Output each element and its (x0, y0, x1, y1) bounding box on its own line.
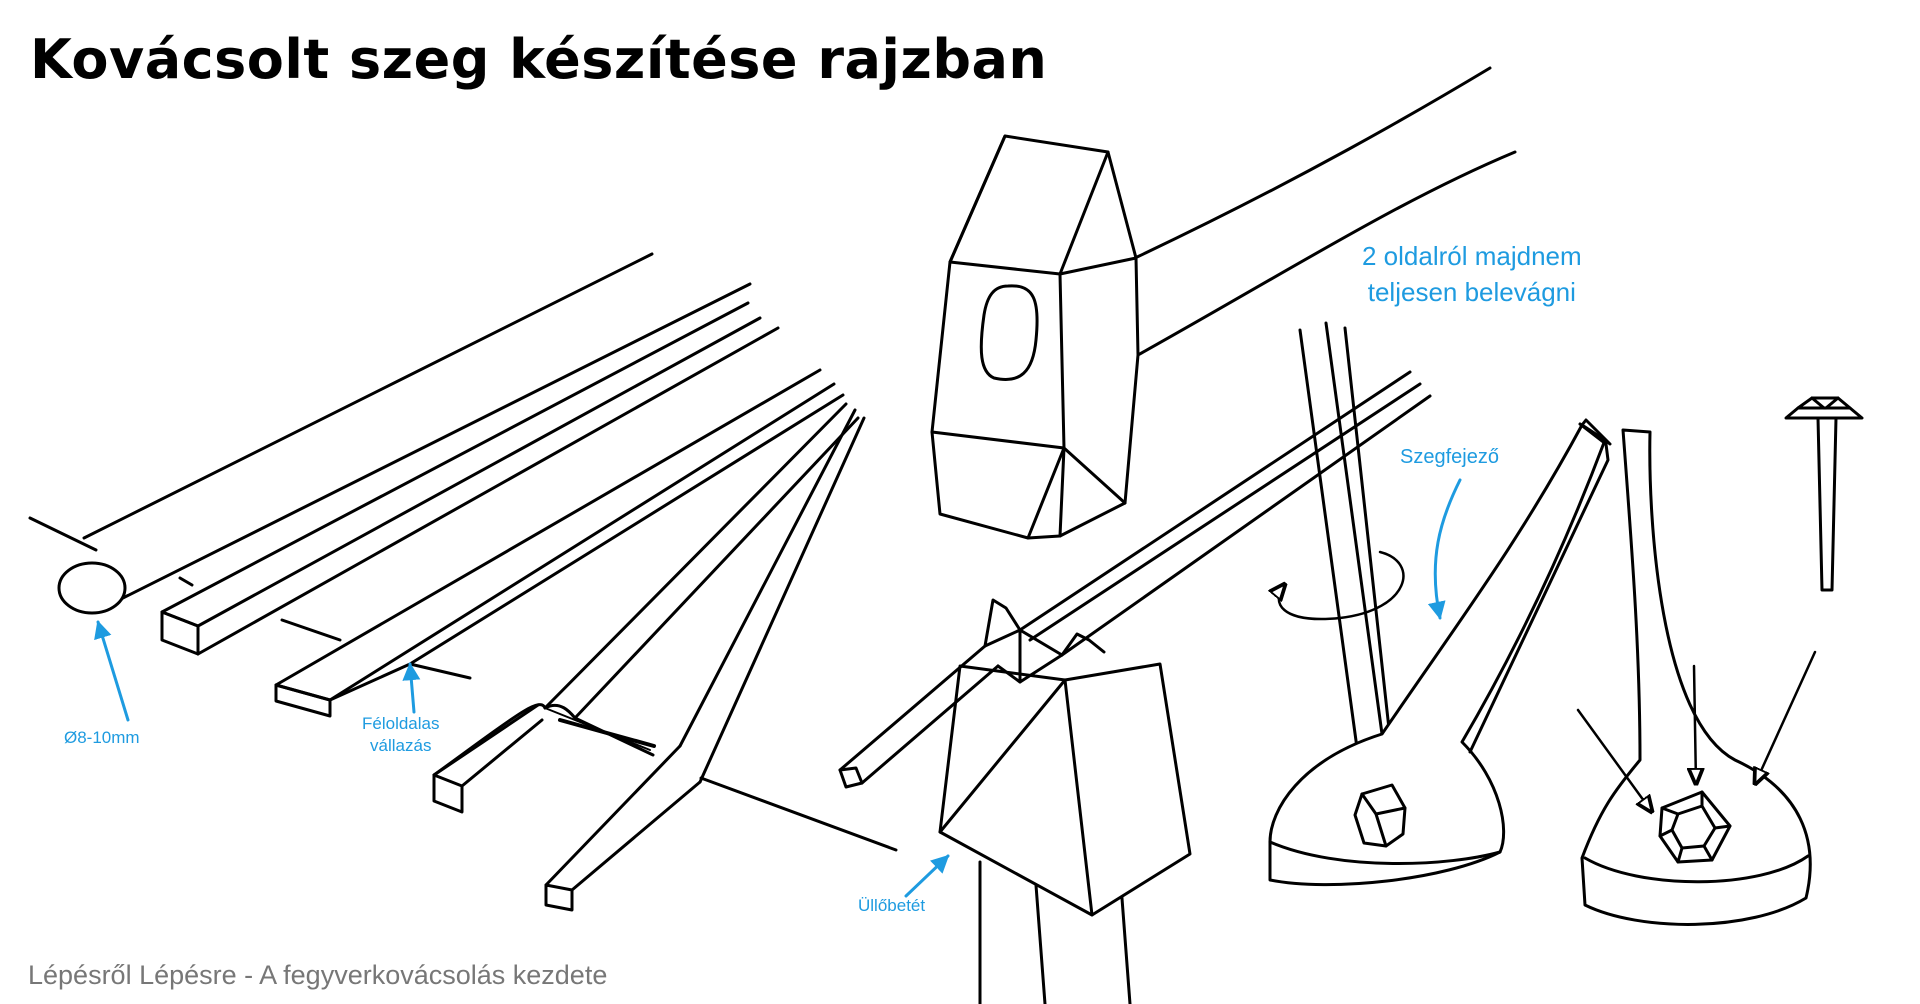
half-shoulder-bar (276, 370, 843, 716)
pointed-rod (546, 410, 896, 910)
half-shoulder-label: Féloldalas vállazás (362, 713, 440, 757)
nail-header-label: Szegfejező (1400, 446, 1499, 468)
cut-instruction-line1: 2 oldalról majdnem (1362, 241, 1582, 271)
anvil-insert-label: Üllőbetét (858, 896, 926, 915)
nail-header-arrow (1427, 480, 1460, 620)
page-title: Kovácsolt szeg készítése rajzban (30, 28, 1048, 91)
rotation-arrow (1279, 552, 1404, 619)
shoulder-arrow (402, 662, 421, 712)
cut-instruction-line2: teljesen belevágni (1367, 277, 1576, 307)
diameter-label: Ø8-10mm (64, 728, 140, 747)
square-bar (162, 303, 778, 654)
half-shoulder-label-line2: vállazás (370, 736, 432, 755)
nail-header-tool (1270, 420, 1610, 885)
footer-caption: Lépésről Lépésre - A fegyverkovácsolás k… (28, 960, 608, 990)
anvil-insert-arrow (906, 856, 948, 896)
half-shoulder-label-line1: Féloldalas (362, 714, 440, 733)
cut-instruction-label: 2 oldalról majdnem teljesen belevágni (1362, 238, 1582, 310)
round-rod (30, 254, 750, 613)
nail-header-tool-2 (1578, 430, 1815, 924)
anvil-insert (940, 664, 1190, 1004)
diameter-arrow (94, 620, 128, 720)
tapered-bar (434, 404, 858, 812)
hammer-head (932, 136, 1138, 538)
finished-nail (1786, 398, 1862, 590)
hammer-handle (1135, 68, 1515, 355)
nail-rod-vertical (1300, 323, 1390, 767)
